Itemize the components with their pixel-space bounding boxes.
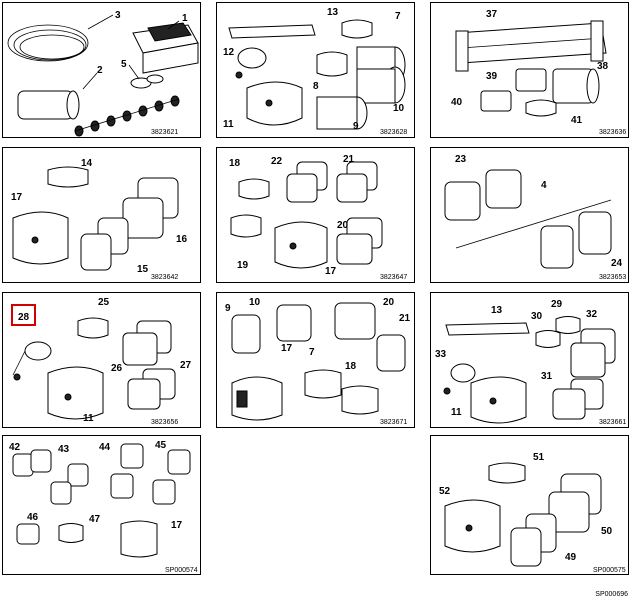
panel-4-label-14: 14	[81, 158, 93, 169]
panel-5-ref: 3823647	[380, 274, 407, 281]
panel-5-label-20: 20	[337, 220, 349, 231]
panel-6-label-4: 4	[541, 180, 547, 191]
panel-5-art: 18 22 21 20 19 17 3823647	[229, 154, 407, 281]
panel-10-label-42: 42	[9, 442, 21, 453]
panel-8: 9 10 20 21 17 7 18 3823671	[216, 292, 415, 428]
panel-10-ref: SP000574	[165, 567, 198, 574]
panel-2-art: 13 7 12 8 10 9 11 3823628	[223, 7, 407, 136]
panel-11: 51 52 50 49 SP000575	[430, 435, 629, 575]
panel-1-label-5: 5	[121, 59, 127, 70]
panel-3-art: 37 38 39 40 41 3823636	[451, 9, 626, 136]
panel-10-art: 42 43 44 45 46 47 17 SP000574	[9, 440, 198, 574]
panel-7-label-28: 28	[18, 312, 30, 323]
panel-7-label-11: 11	[83, 413, 94, 424]
panel-8-label-21: 21	[399, 313, 411, 324]
panel-9-label-31: 31	[541, 371, 553, 382]
panel-1-label-3: 3	[115, 10, 121, 21]
panel-10-label-47: 47	[89, 514, 101, 525]
panel-9-label-29: 29	[551, 299, 563, 310]
panel-7-art: 25 28 27 26 11 3823656	[12, 297, 192, 426]
panel-10-label-46: 46	[27, 512, 39, 523]
panel-9-label-30: 30	[531, 311, 543, 322]
panel-4-label-16: 16	[176, 234, 188, 245]
panel-2-label-10: 10	[393, 103, 405, 114]
panel-3-label-38: 38	[597, 61, 609, 72]
panel-4-ref: 3823642	[151, 274, 178, 281]
panel-9-label-11: 11	[451, 407, 462, 418]
panel-2-label-13: 13	[327, 7, 339, 18]
panel-3-label-40: 40	[451, 97, 463, 108]
panel-8-ref: 3823671	[380, 419, 407, 426]
panel-9-art: 13 30 29 32 33 31 11 3823661	[435, 299, 626, 426]
panel-7: 25 28 27 26 11 3823656	[2, 292, 201, 428]
panel-6-label-24: 24	[611, 258, 623, 269]
panel-7-label-26: 26	[111, 363, 123, 374]
panel-11-ref: SP000575	[593, 567, 626, 574]
panel-1: 3 1 2 5 3823621	[2, 2, 201, 138]
panel-9: 13 30 29 32 33 31 11 3823661	[430, 292, 629, 428]
panel-7-label-27: 27	[180, 360, 192, 371]
panel-11-label-50: 50	[601, 526, 613, 537]
panel-5-label-19: 19	[237, 260, 249, 271]
panel-1-label-2: 2	[97, 65, 103, 76]
panel-5-label-22: 22	[271, 156, 283, 167]
panel-6-art: 23 4 24 3823653	[444, 154, 626, 281]
panel-3-ref: 3823636	[599, 129, 626, 136]
panel-4-label-17: 17	[11, 192, 23, 203]
footer-ref: SP000696	[595, 591, 628, 598]
panel-2-label-7: 7	[395, 11, 401, 22]
panel-10-label-45: 45	[155, 440, 167, 451]
panel-8-label-20: 20	[383, 297, 395, 308]
panel-5-label-18: 18	[229, 158, 241, 169]
panel-3-label-39: 39	[486, 71, 498, 82]
panel-8-label-18: 18	[345, 361, 357, 372]
panel-2-label-8: 8	[313, 81, 319, 92]
panel-4-art: 14 17 16 15 3823642	[11, 158, 188, 281]
panel-11-art: 51 52 50 49 SP000575	[439, 452, 626, 574]
panel-1-ref: 3823621	[151, 129, 178, 136]
panel-4-label-15: 15	[137, 264, 149, 275]
panel-10-label-43: 43	[58, 444, 70, 455]
highlight-box	[11, 304, 36, 326]
panel-9-label-32: 32	[586, 309, 598, 320]
panel-6: 23 4 24 3823653	[430, 147, 629, 283]
panel-2: 13 7 12 8 10 9 11 3823628	[216, 2, 415, 138]
panel-11-label-49: 49	[565, 552, 577, 563]
panel-5-label-17: 17	[325, 266, 337, 277]
panel-6-label-23: 23	[455, 154, 467, 165]
panel-9-label-33: 33	[435, 349, 447, 360]
panel-8-art: 9 10 20 21 17 7 18 3823671	[225, 297, 411, 426]
panel-11-label-51: 51	[533, 452, 545, 463]
panel-3: 37 38 39 40 41 3823636	[430, 2, 629, 138]
panel-8-label-17: 17	[281, 343, 293, 354]
panel-5-label-21: 21	[343, 154, 355, 165]
panel-6-ref: 3823653	[599, 274, 626, 281]
panel-3-label-37: 37	[486, 9, 498, 20]
panel-4: 14 17 16 15 3823642	[2, 147, 201, 283]
panel-2-ref: 3823628	[380, 129, 407, 136]
panel-2-label-9: 9	[353, 121, 359, 132]
panel-1-label-1: 1	[182, 13, 188, 24]
panel-7-label-25: 25	[98, 297, 110, 308]
panel-10: 42 43 44 45 46 47 17 SP000574	[2, 435, 201, 575]
panel-7-ref: 3823656	[151, 419, 178, 426]
panel-11-label-52: 52	[439, 486, 451, 497]
panel-9-ref: 3823661	[599, 419, 626, 426]
panel-2-label-12: 12	[223, 47, 235, 58]
panel-2-label-11: 11	[223, 119, 234, 130]
panel-5: 18 22 21 20 19 17 3823647	[216, 147, 415, 283]
panel-8-label-10: 10	[249, 297, 261, 308]
panel-10-label-44: 44	[99, 442, 111, 453]
panel-3-label-41: 41	[571, 115, 583, 126]
panel-1-art: 3 1 2 5 3823621	[7, 10, 199, 137]
panel-8-label-9: 9	[225, 303, 231, 314]
panel-8-label-7: 7	[309, 347, 315, 358]
panel-9-label-13: 13	[491, 305, 503, 316]
panel-10-label-17: 17	[171, 520, 183, 531]
